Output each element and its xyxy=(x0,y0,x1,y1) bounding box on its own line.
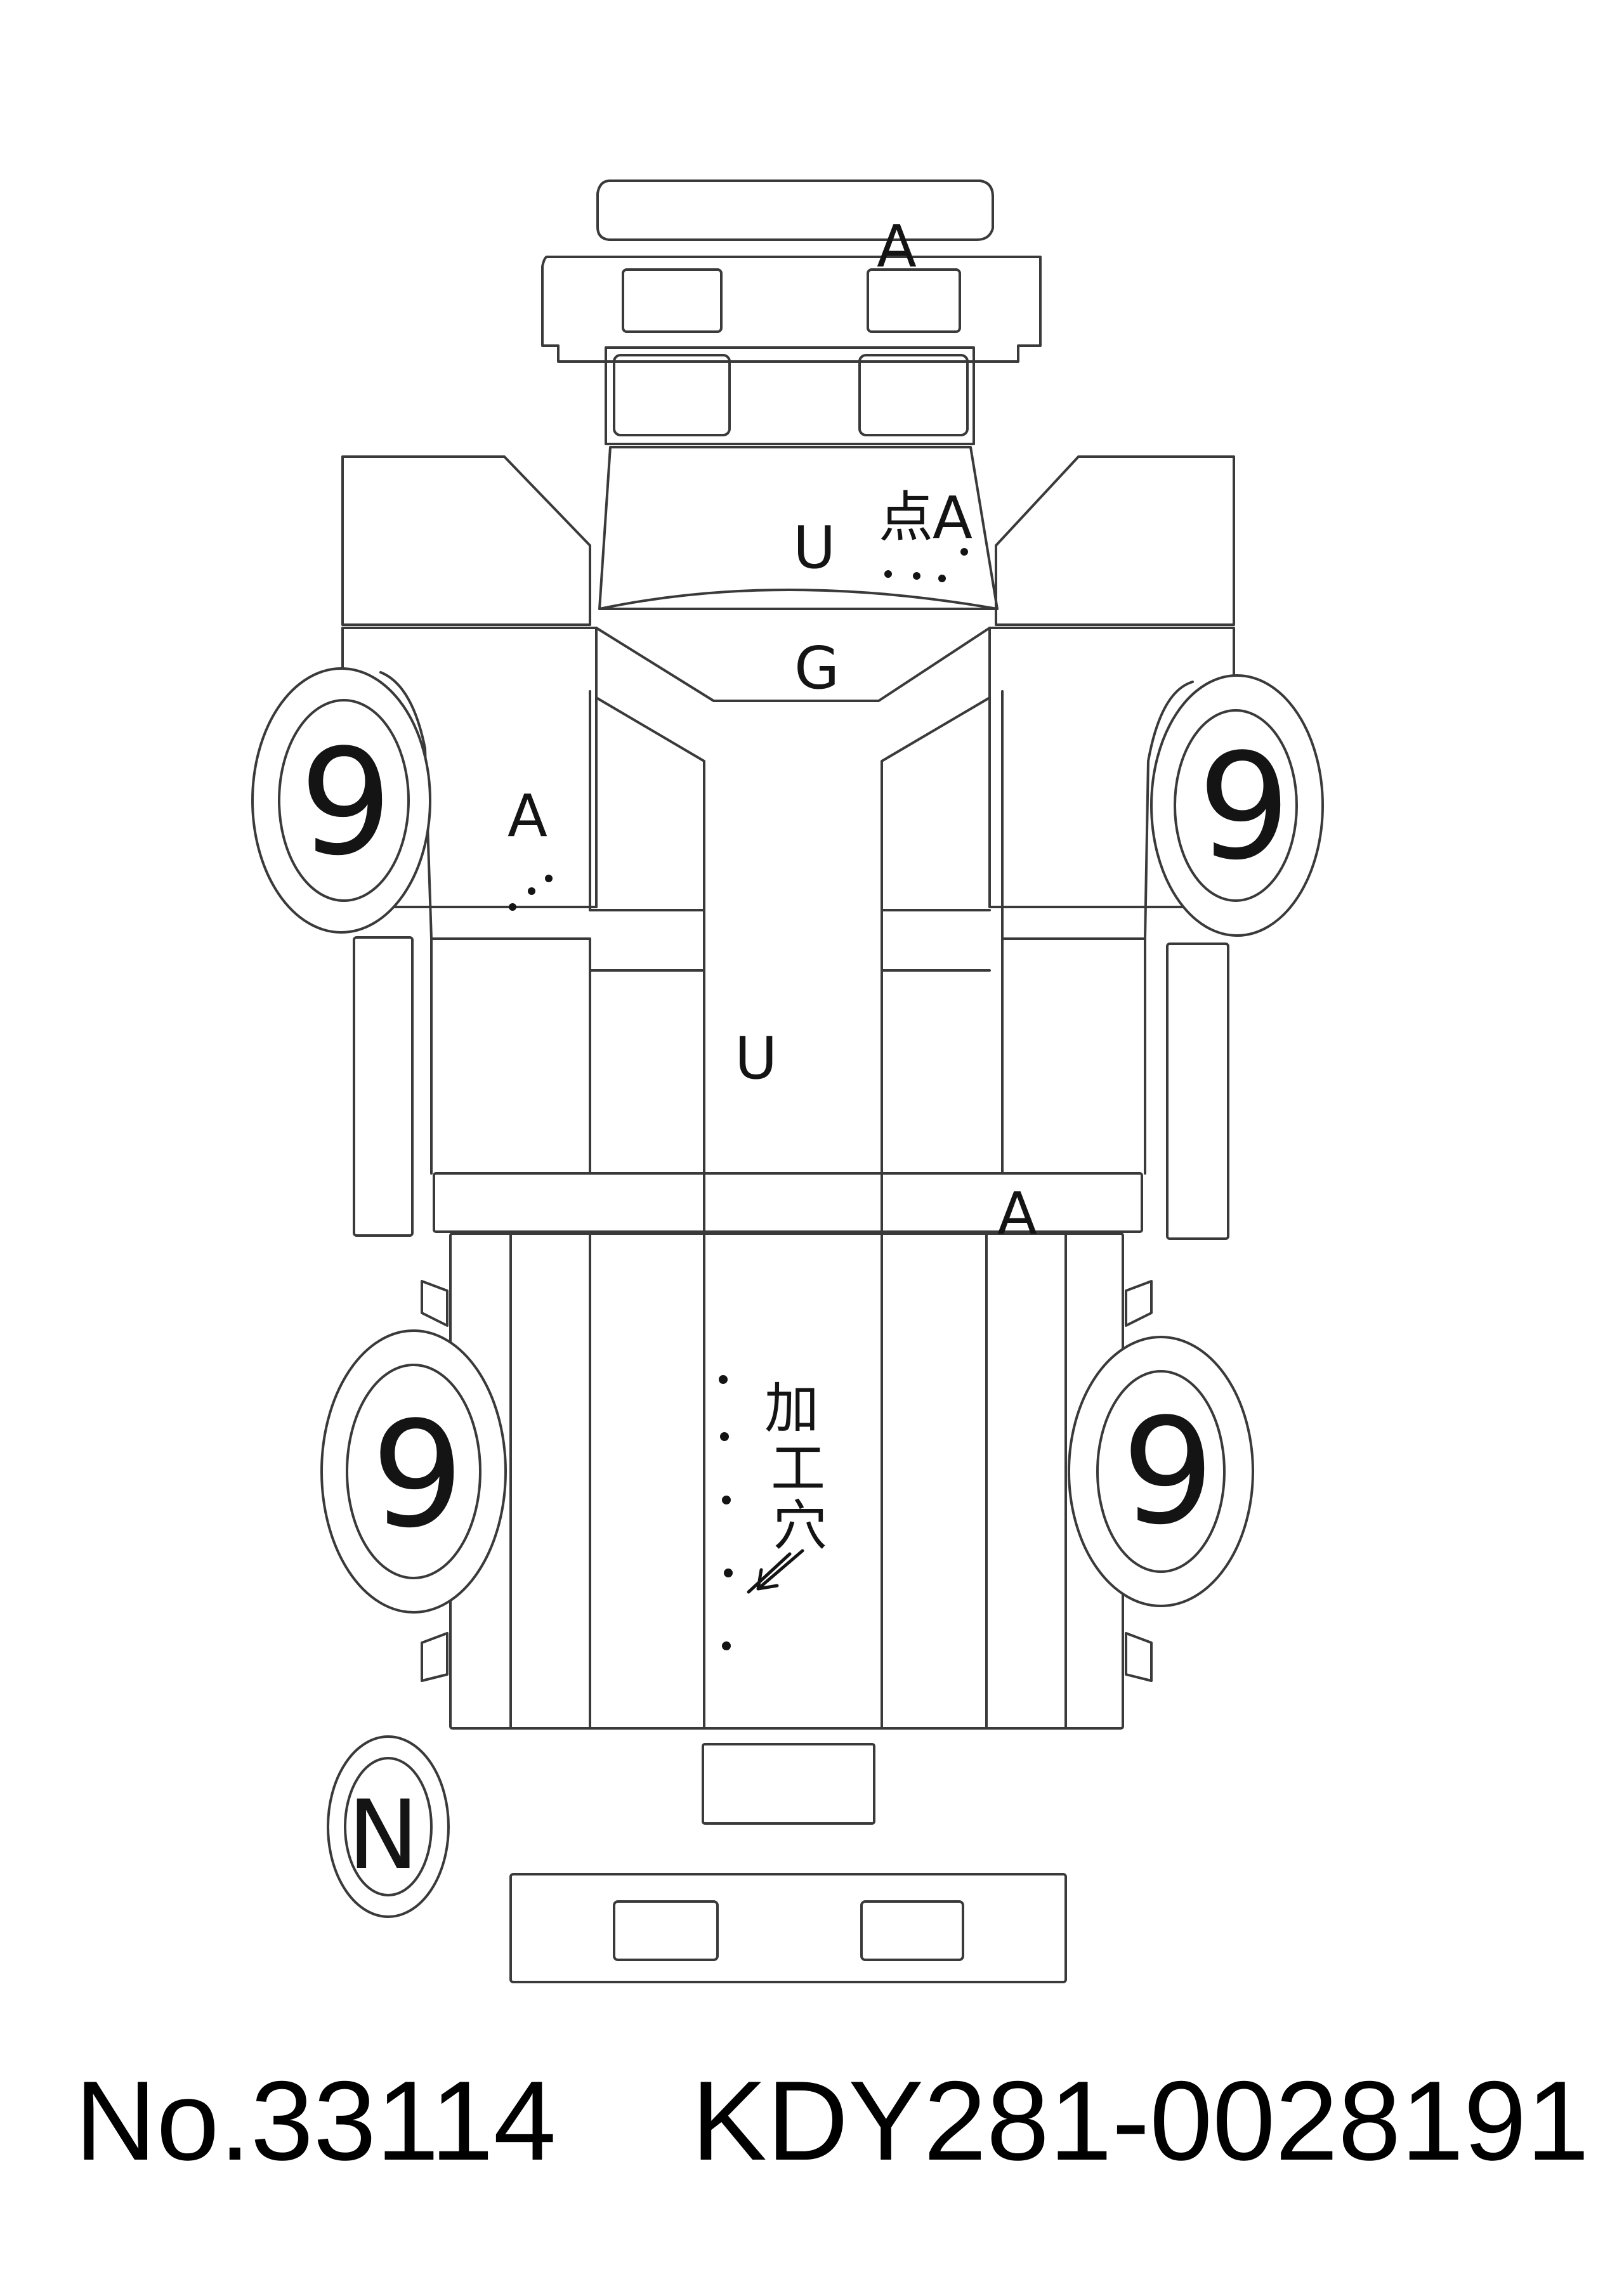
mark-hood-u: U xyxy=(793,514,835,582)
cab-sides-outline xyxy=(379,671,1194,1175)
tire-rear-right xyxy=(1068,1336,1254,1607)
mark-windshield: G xyxy=(794,634,839,702)
mark-left-front-door: A xyxy=(508,782,547,850)
mark-rear-sill-right: A xyxy=(997,1180,1037,1248)
mark-hood-a: A xyxy=(933,484,972,552)
cargo-bed-outline xyxy=(421,1232,1153,1730)
cab-rear-sill xyxy=(433,1172,1143,1233)
tire-grade-front-right: 9 xyxy=(1198,723,1290,892)
hood-dent-dots xyxy=(884,548,968,582)
rear-bumper-outline xyxy=(509,1743,1067,1983)
side-steps-outline xyxy=(353,936,1229,1240)
bed-holes-dots xyxy=(719,1375,733,1650)
mark-floor-center: U xyxy=(735,1024,777,1092)
front-grille-outline xyxy=(605,346,975,445)
front-bumper-outline xyxy=(541,179,1042,363)
tire-rear-left xyxy=(320,1329,507,1614)
bed-note-char2: 工 xyxy=(771,1437,825,1501)
bed-note: 加 工 穴 xyxy=(747,1377,827,1594)
tire-front-right xyxy=(1150,674,1324,937)
tire-grade-rear-left: 9 xyxy=(371,1391,464,1560)
mark-spare-tire: N xyxy=(348,1780,419,1891)
cab-outline xyxy=(341,627,1235,1175)
tire-front-left xyxy=(251,667,431,934)
chassis-number: KDY281-0028191 xyxy=(691,2058,1589,2184)
stock-number: No.33114 xyxy=(75,2058,556,2184)
bed-note-char1: 加 xyxy=(764,1377,819,1440)
mark-hood-kanji: 点 xyxy=(879,486,933,549)
bed-note-arrow xyxy=(747,1549,804,1594)
left-door-dots xyxy=(509,875,553,911)
bed-note-char3: 穴 xyxy=(773,1494,827,1558)
tire-grade-front-left: 9 xyxy=(299,719,392,888)
spare-tire xyxy=(327,1735,450,1918)
mark-front-bumper: A xyxy=(877,212,917,280)
tire-grade-rear-right: 9 xyxy=(1122,1388,1214,1557)
front-fenders-outline xyxy=(341,455,1235,626)
